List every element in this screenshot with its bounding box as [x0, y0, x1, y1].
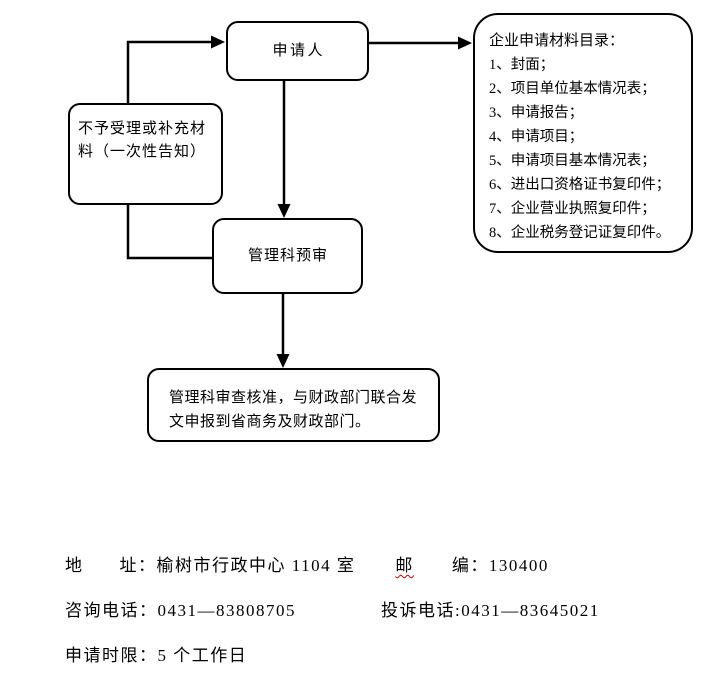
address-line: 地 址：榆树市行政中心 1104 室 邮 编：130400: [65, 551, 549, 576]
complaint-phone-label: 投诉电话:: [381, 601, 462, 620]
phone-line: 咨询电话：0431—83808705 投诉电话:0431—83645021: [65, 596, 600, 621]
reject-or-supplement-box: 不予受理或补充材料（一次性告知）: [68, 103, 223, 205]
arrowhead-into-materials: [458, 36, 472, 50]
materials-list-box: 企业申请材料目录： 1、封面； 2、项目单位基本情况表； 3、申请报告； 4、申…: [473, 13, 693, 253]
approve-and-report-box: 管理科审查核准，与财政部门联合发文申报到省商务及财政部门。: [147, 368, 440, 442]
arrowhead-into-preaudit: [277, 204, 291, 218]
complaint-phone-value: 0431—83645021: [461, 601, 600, 620]
consult-phone-label: 咨询电话：: [65, 601, 158, 620]
materials-item-2: 2、项目单位基本情况表；: [489, 81, 656, 97]
address-label-char-1: 地: [65, 556, 84, 575]
postal-code-value: 130400: [488, 556, 549, 575]
materials-item-1: 1、封面；: [489, 57, 555, 73]
address-label-char-2: 址：: [119, 556, 157, 575]
arrowhead-into-applicant: [211, 35, 225, 49]
materials-item-7: 7、企业营业执照复印件；: [489, 201, 656, 217]
materials-item-6: 6、进出口资格证书复印件；: [489, 177, 671, 193]
deadline-value: 5 个工作日: [157, 646, 248, 665]
preaudit-box: 管理科预审: [212, 218, 363, 294]
consult-phone-value: 0431—83808705: [157, 601, 296, 620]
deadline-line: 申请时限：5 个工作日: [65, 641, 247, 666]
materials-item-5: 5、申请项目基本情况表；: [489, 153, 656, 169]
materials-item-8: 8、企业税务登记证复印件。: [489, 225, 671, 241]
applicant-box: 申请人: [226, 21, 369, 81]
materials-item-4: 4、申请项目；: [489, 129, 584, 145]
applicant-box-label: 申请人: [272, 42, 325, 59]
connector-reject-to-applicant: [126, 40, 212, 103]
postal-label-char-2: 编：: [451, 556, 489, 575]
connector-preaudit-to-reject: [126, 205, 212, 260]
preaudit-label: 管理科预审: [247, 247, 328, 264]
materials-item-3: 3、申请报告；: [489, 105, 584, 121]
address-value: 榆树市行政中心 1104 室: [156, 556, 356, 575]
reject-or-supplement-label: 不予受理或补充材料（一次性告知）: [78, 121, 207, 160]
materials-list-title: 企业申请材料目录：: [489, 33, 625, 49]
postal-label-char-1: 邮: [395, 556, 414, 575]
flow-connectors: [126, 35, 472, 368]
deadline-label: 申请时限：: [65, 646, 158, 665]
arrowhead-into-approve: [276, 354, 290, 368]
approve-and-report-label: 管理科审查核准，与财政部门联合发文申报到省商务及财政部门。: [169, 390, 418, 430]
